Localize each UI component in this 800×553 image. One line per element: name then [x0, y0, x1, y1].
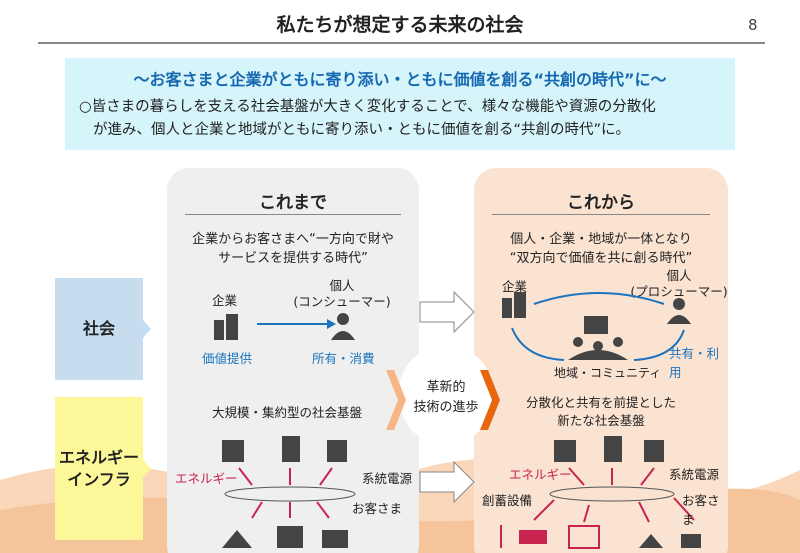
- community-label: 地域・コミュニティ: [554, 366, 662, 380]
- future-energy-diagram: [500, 436, 701, 549]
- page-title: 私たちが想定する未来の社会: [276, 14, 524, 36]
- past-individual: 個人 (コンシューマー): [292, 278, 392, 310]
- society-label: 社会: [82, 319, 115, 338]
- innovation-circle: [398, 345, 494, 445]
- past-energy-diagram: [222, 436, 356, 548]
- future-infra-1: 分散化と共有を前提とした: [525, 395, 676, 410]
- row-label-society: 社会: [55, 278, 143, 380]
- lead-body-line2: が進み、個人と企業と地域がともに寄り添い・ともに価値を創る“共創の時代”に。: [93, 122, 631, 138]
- person-icon: [673, 298, 685, 310]
- divider: [492, 214, 710, 215]
- pointer-icon: [143, 320, 151, 338]
- pointer-icon: [143, 460, 151, 478]
- building-icon: [214, 314, 238, 340]
- building-icon: [502, 298, 512, 318]
- hollow-arrow-icon: [419, 460, 475, 504]
- prosumer-label: (プロシューマー): [630, 284, 728, 299]
- community-icon: [573, 337, 583, 347]
- future-infra-2: 新たな社会基盤: [557, 413, 645, 428]
- page-number: 8: [748, 16, 758, 34]
- future-title: これから: [567, 193, 635, 213]
- innovation-line1: 革新的: [426, 380, 466, 395]
- person-icon: [331, 313, 355, 340]
- individual-label: 個人: [666, 268, 692, 283]
- storage-label: 創蓄設備: [482, 493, 533, 508]
- individual-label: 個人: [329, 278, 355, 293]
- future-panel: これから 個人・企業・地域が一体となり “双方向で価値を共に創る時代” 企業 個…: [474, 168, 728, 553]
- arrow-right-icon: [257, 319, 336, 329]
- lead-box: ～お客さまと企業がともに寄り添い・ともに価値を創る“共創の時代”に～ ○皆さまの…: [65, 58, 735, 150]
- past-panel: これまで 企業からお客さまへ“一方向で財や サービスを提供する時代” 企業 個人…: [167, 168, 419, 553]
- chat-icon: [584, 316, 608, 334]
- cocreation-diagram: [502, 292, 691, 361]
- past-company: 企業: [212, 293, 238, 308]
- lead-body-line1: ○皆さまの暮らしを支える社会基盤が大きく変化することで、様々な機能や資源の分散化: [79, 99, 656, 115]
- future-grid-label: 系統電源: [669, 467, 720, 482]
- innovation-label: 革新的 技術の進歩: [403, 378, 489, 418]
- future-customers-label: お客さま: [682, 493, 720, 527]
- future-energy-label: エネルギー: [509, 467, 572, 482]
- share-use-label: 共有・利用: [669, 346, 720, 380]
- innovation-line2: 技術の進歩: [413, 400, 479, 415]
- past-title: これまで: [259, 193, 327, 213]
- future-individual: 個人 (プロシューマー): [624, 268, 734, 300]
- past-customers-label: お客さま: [352, 501, 403, 516]
- ownership-consumption: 所有・消費: [312, 351, 375, 366]
- past-energy-label: エネルギー: [175, 471, 238, 486]
- past-infra-title: 大規模・集約型の社会基盤: [212, 405, 363, 420]
- future-desc-2: “双方向で価値を共に創る時代”: [509, 251, 693, 266]
- energy-label-line1: エネルギー: [58, 447, 139, 467]
- divider: [185, 214, 401, 215]
- future-desc-1: 個人・企業・地域が一体となり: [510, 232, 692, 247]
- past-grid-label: 系統電源: [362, 471, 413, 486]
- past-desc-1: 企業からお客さまへ“一方向で財や: [192, 232, 394, 247]
- consumer-label: (コンシューマー): [293, 294, 391, 309]
- future-company: 企業: [502, 279, 528, 294]
- hollow-arrow-icon: [419, 290, 475, 334]
- chevron-right-icon: [386, 370, 406, 430]
- lead-body: ○皆さまの暮らしを支える社会基盤が大きく変化することで、様々な機能や資源の分散化…: [79, 96, 729, 142]
- past-desc-2: サービスを提供する時代”: [218, 251, 368, 266]
- row-label-energy: エネルギー インフラ: [55, 397, 143, 540]
- title-divider: [38, 42, 765, 44]
- value-provision: 価値提供: [202, 351, 253, 366]
- chevron-right-icon: [480, 370, 500, 430]
- energy-label-line2: インフラ: [67, 469, 131, 489]
- lead-heading: ～お客さまと企業がともに寄り添い・ともに価値を創る“共創の時代”に～: [133, 70, 667, 89]
